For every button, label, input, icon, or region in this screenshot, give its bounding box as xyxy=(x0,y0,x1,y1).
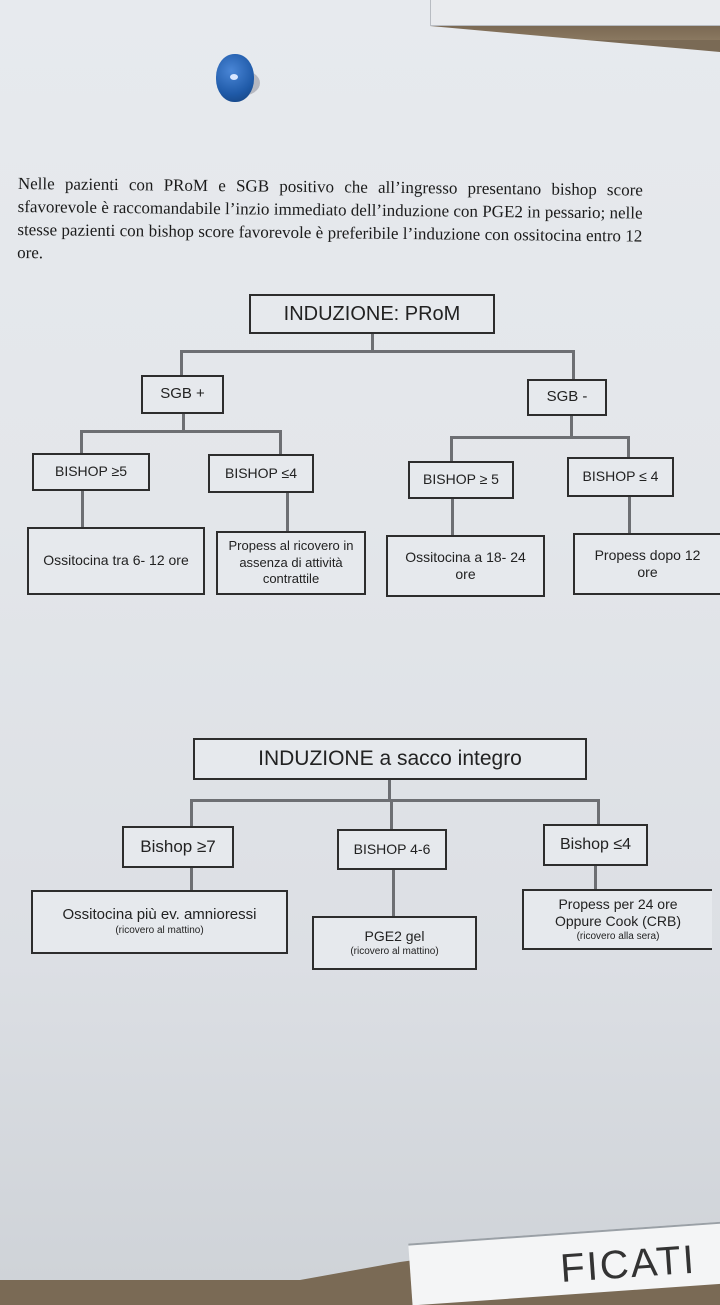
integro-low-action-2: Oppure Cook (CRB) xyxy=(554,913,682,930)
connector xyxy=(180,350,575,353)
connector xyxy=(594,864,597,890)
connector xyxy=(80,430,83,454)
integro-bishop-mid-label: BISHOP 4-6 xyxy=(353,840,431,857)
connector xyxy=(190,799,193,827)
connector xyxy=(450,436,453,462)
integro-bishop-low-label: Bishop ≤4 xyxy=(559,836,632,853)
connector xyxy=(80,430,282,433)
integro-low-note: (ricovero alla sera) xyxy=(576,930,660,942)
sgb-negative-box: SGB - xyxy=(527,379,607,416)
integro-high-action: Ossitocina più ev. amnioressi xyxy=(62,906,257,924)
neg-high-action-box: Ossitocina a 18- 24 ore xyxy=(386,535,545,597)
connector xyxy=(81,490,84,528)
pos-high-action-box: Ossitocina tra 6- 12 ore xyxy=(27,527,205,595)
integro-title-box: INDUZIONE a sacco integro xyxy=(193,738,587,780)
connector xyxy=(279,430,282,455)
connector xyxy=(627,436,630,458)
connector xyxy=(451,498,454,536)
pos-bishop-low-label: BISHOP ≤4 xyxy=(224,464,297,481)
pos-high-action: Ossitocina tra 6- 12 ore xyxy=(43,552,189,569)
connector xyxy=(597,799,600,825)
integro-low-action-1: Propess per 24 ore xyxy=(558,895,678,912)
connector xyxy=(286,492,289,532)
intro-paragraph: Nelle pazienti con PRoM e SGB positivo c… xyxy=(17,173,643,263)
pos-low-action: Propess al ricovero in assenza di attivi… xyxy=(228,537,354,587)
connector xyxy=(392,868,395,917)
pos-bishop-high-label: BISHOP ≥5 xyxy=(54,463,127,480)
prom-title: INDUZIONE: PRoM xyxy=(283,302,461,325)
integro-title: INDUZIONE a sacco integro xyxy=(258,746,522,770)
connector xyxy=(182,414,185,432)
neg-low-action-box: Propess dopo 12 ore xyxy=(573,533,720,595)
sgb-positive-box: SGB + xyxy=(141,375,224,414)
connector xyxy=(390,799,393,829)
integro-low-action-box: Propess per 24 ore Oppure Cook (CRB) (ri… xyxy=(522,889,712,950)
prom-title-box: INDUZIONE: PRoM xyxy=(249,294,495,334)
integro-mid-action-box: PGE2 gel (ricovero al mattino) xyxy=(312,916,477,970)
connector xyxy=(388,780,391,802)
pushpin-highlight xyxy=(230,74,238,80)
pos-low-action-box: Propess al ricovero in assenza di attivi… xyxy=(216,531,366,595)
background-paper xyxy=(430,0,720,26)
connector xyxy=(450,436,630,439)
integro-mid-note: (ricovero al mattino) xyxy=(350,945,439,957)
connector xyxy=(570,416,573,438)
bottom-fragment-text: FICATI xyxy=(558,1237,698,1291)
neg-bishop-high-label: BISHOP ≥ 5 xyxy=(423,471,499,488)
neg-low-action: Propess dopo 12 ore xyxy=(594,546,701,581)
neg-bishop-low-box: BISHOP ≤ 4 xyxy=(567,457,674,497)
pos-bishop-high-box: BISHOP ≥5 xyxy=(32,453,150,491)
integro-high-action-box: Ossitocina più ev. amnioressi (ricovero … xyxy=(31,890,288,954)
connector xyxy=(180,350,183,376)
integro-high-note: (ricovero al mattino) xyxy=(115,925,204,937)
connector xyxy=(190,799,600,802)
neg-bishop-low-label: BISHOP ≤ 4 xyxy=(582,468,659,485)
connector xyxy=(371,333,374,353)
sgb-positive-label: SGB + xyxy=(160,385,205,403)
connector xyxy=(628,496,631,534)
pos-bishop-low-box: BISHOP ≤4 xyxy=(208,454,314,493)
sgb-negative-label: SGB - xyxy=(546,388,588,406)
neg-high-action: Ossitocina a 18- 24 ore xyxy=(405,548,526,583)
integro-bishop-mid-box: BISHOP 4-6 xyxy=(337,829,447,870)
integro-mid-action: PGE2 gel xyxy=(364,928,425,944)
connector xyxy=(190,866,193,892)
integro-bishop-high-box: Bishop ≥7 xyxy=(122,826,234,868)
integro-bishop-low-box: Bishop ≤4 xyxy=(543,824,648,866)
neg-bishop-high-box: BISHOP ≥ 5 xyxy=(408,461,514,499)
connector xyxy=(572,350,575,380)
integro-bishop-high-label: Bishop ≥7 xyxy=(140,837,216,857)
